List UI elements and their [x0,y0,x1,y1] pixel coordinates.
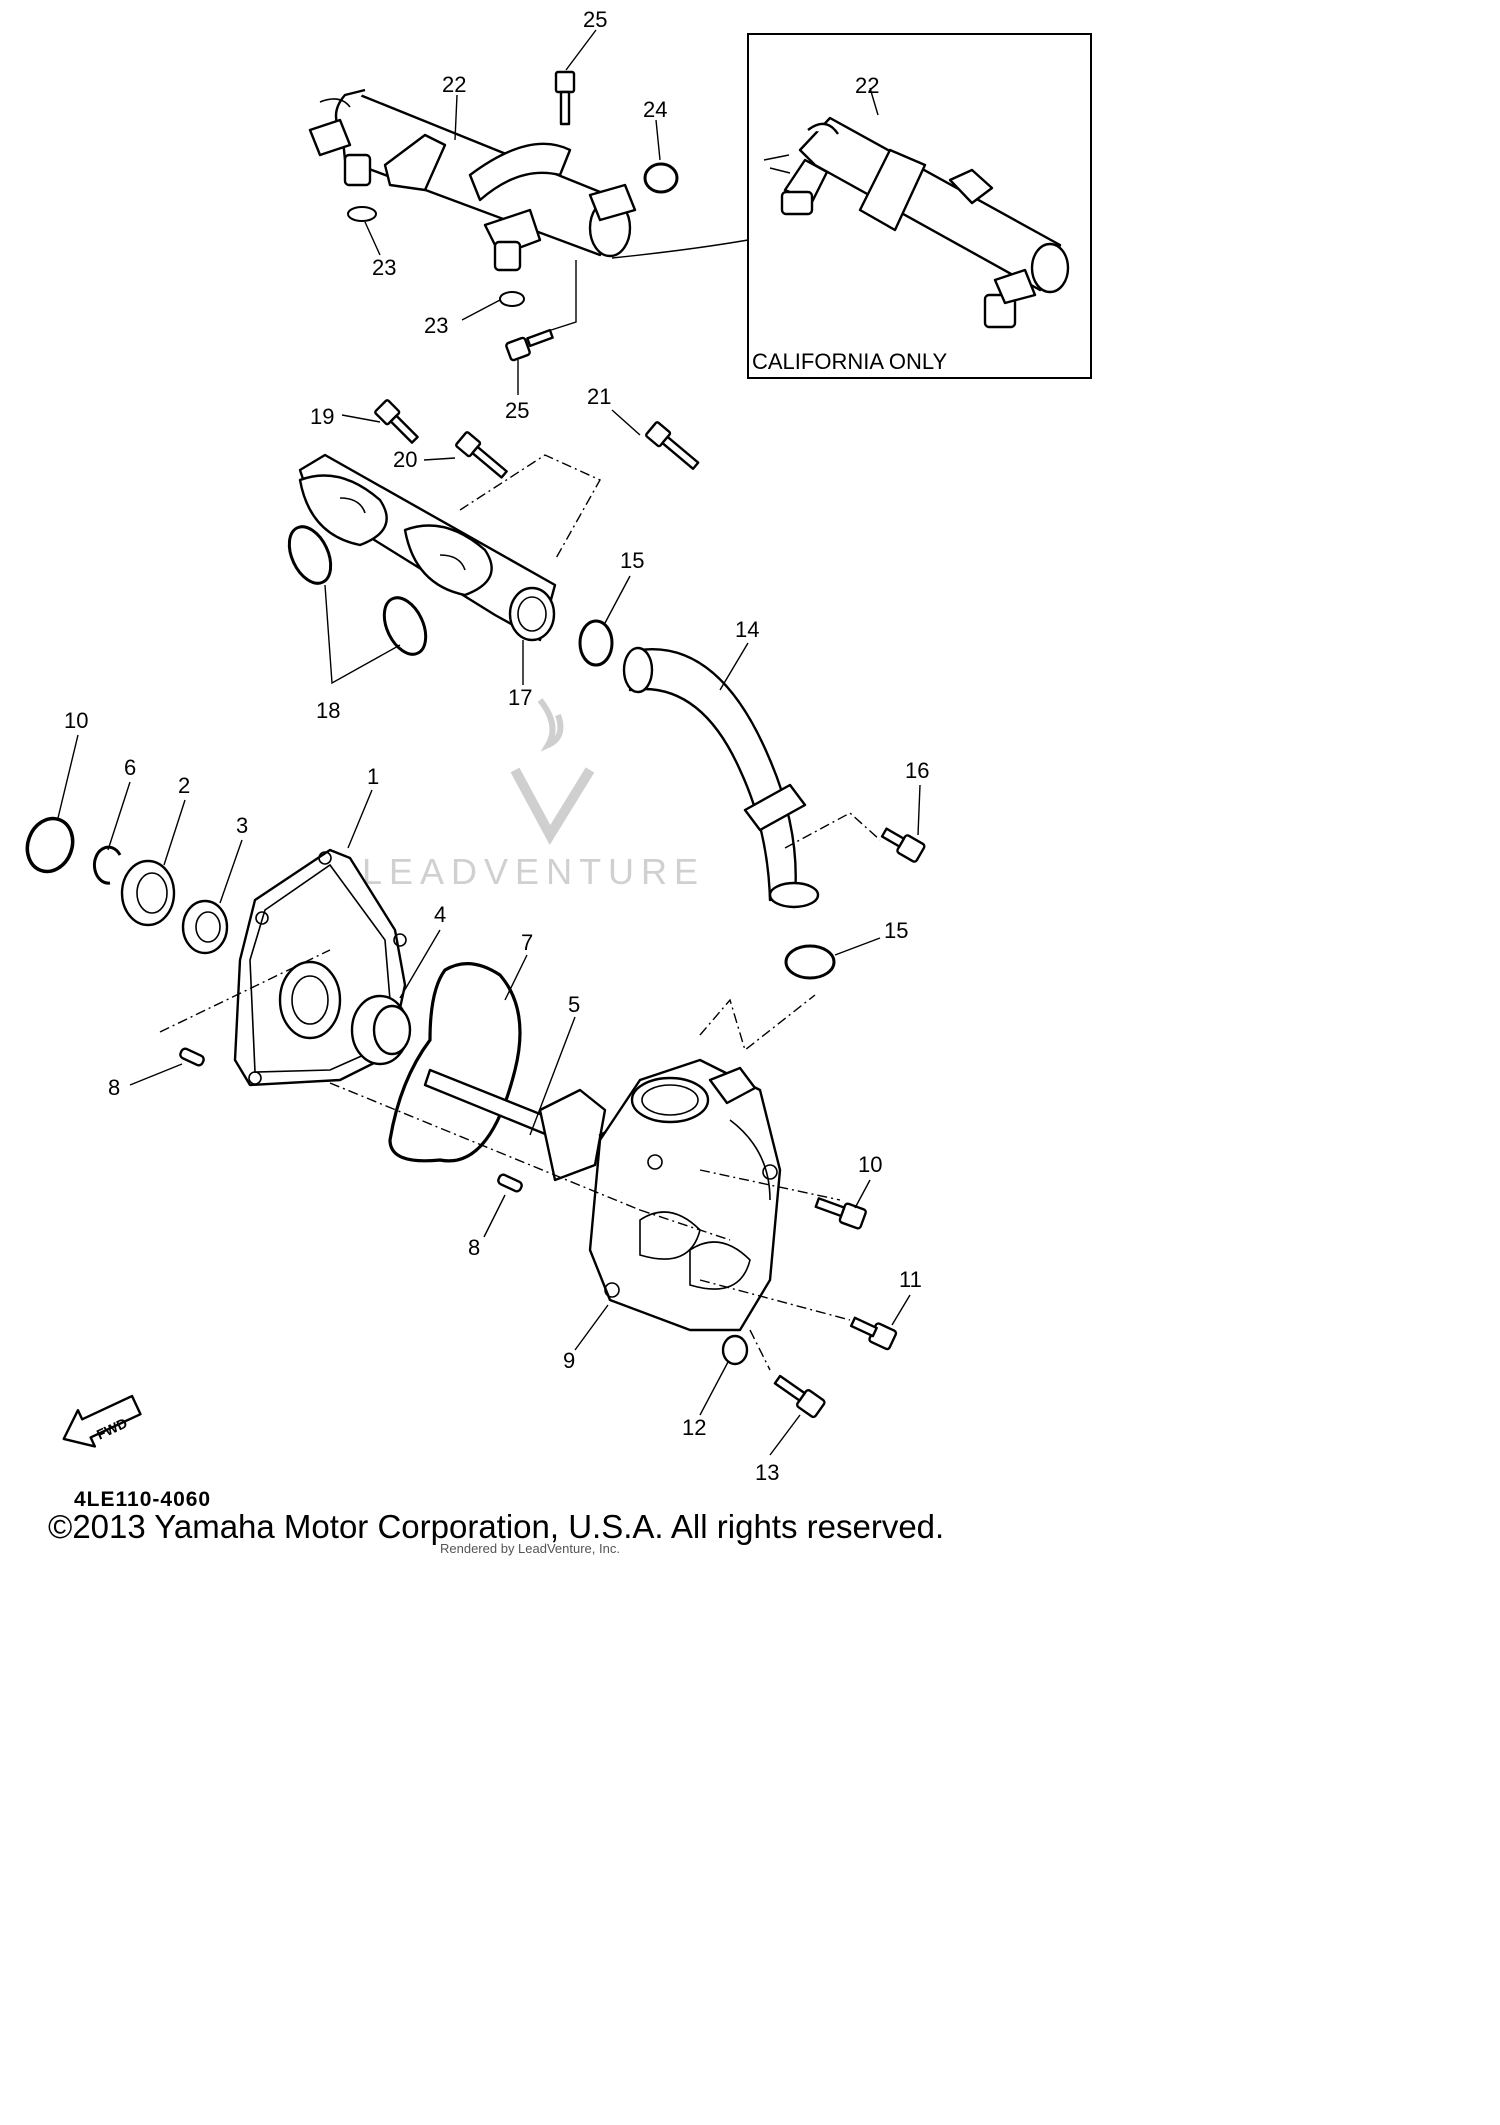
o-ring-18-left [287,525,333,585]
callout-23-lower: 23 [424,313,448,338]
bolt-10-lower [773,1374,826,1419]
california-inset-box [747,33,1092,379]
o-ring-23-upper [347,206,377,222]
assembly-line-housing [699,1169,851,1371]
o-ring-15-lower [784,944,836,980]
o-ring-7 [388,962,522,1163]
inset-leader-line [611,239,749,259]
callout-8-right: 8 [468,1235,480,1260]
o-ring-12 [25,816,75,874]
callout-17: 17 [508,685,532,710]
callout-20: 20 [393,447,417,472]
circlip-6 [92,845,122,885]
leader-o-rings-18 [324,584,401,685]
callout-16: 16 [905,758,929,783]
callout-10-upper: 10 [858,1152,882,1177]
bearing-2 [120,859,176,927]
drawing-code: 4LE110-4060 [74,1488,212,1511]
water-hose [622,646,820,909]
thermostat-housing [298,453,557,642]
bolt-13 [849,1316,898,1351]
callout-18: 18 [316,698,340,723]
callout-22-main: 22 [442,72,466,97]
callout-1: 1 [367,764,379,789]
o-ring-18-right [382,596,428,656]
washer-11 [721,1334,749,1366]
water-pump-housing [588,1058,782,1332]
callout-22-inset: 22 [855,73,879,98]
dowel-pin-8-right [497,1173,523,1193]
assembly-line-hose [699,812,881,1052]
callout-8-left: 8 [108,1075,120,1100]
o-ring-15-upper [578,619,614,667]
callout-7: 7 [521,930,533,955]
dowel-pin-8-left [179,1047,205,1067]
assembly-line-cover [159,949,731,1241]
callout-leaders [57,29,921,1456]
callout-25-bottom: 25 [505,398,529,423]
watermark-text: LEADVENTURE [362,851,705,892]
bolt-10-upper [814,1197,867,1230]
callout-9: 9 [563,1348,575,1373]
bolt-21 [645,421,700,470]
assembly-line-thermostat [459,454,601,561]
callout-6: 6 [124,755,136,780]
rendered-by-notice: Rendered by LeadVenture, Inc. [440,1541,620,1556]
callout-11: 12 [682,1415,706,1440]
callout-12: 10 [64,708,88,733]
impeller [350,994,412,1066]
callout-5: 5 [568,992,580,1017]
callout-14: 14 [735,617,759,642]
callout-21: 21 [587,384,611,409]
bolt-16 [880,827,926,863]
inset-water-pipe [763,116,1070,329]
parts-diagram: LEADVENTURE CALIFORNIA ONLY [25,7,1092,1485]
leader-pipe-bolt [544,260,577,333]
forward-direction-arrow [62,1394,142,1448]
copyright-notice: ©2013 Yamaha Motor Corporation, U.S.A. A… [48,1508,945,1545]
callout-15-lower: 15 [884,918,908,943]
o-ring-24 [643,162,679,194]
oil-seal-3 [181,899,229,955]
callout-24: 24 [643,97,667,122]
inset-label: CALIFORNIA ONLY [752,349,948,374]
bolt-25-top [554,70,576,126]
bolt-19 [374,399,419,444]
bolt-25-bottom [505,328,554,362]
watermark-logo [510,698,595,846]
bolt-20 [455,431,508,479]
o-ring-23-lower [499,291,525,307]
callout-25-top: 25 [583,7,607,32]
callout-19: 19 [310,404,334,429]
callout-3: 3 [236,813,248,838]
callout-4: 4 [434,902,446,927]
callout-13: 11 [899,1267,922,1292]
callout-10-lower: 13 [755,1460,779,1485]
water-pipe-assembly [308,88,637,272]
callout-23-upper: 23 [372,255,396,280]
callout-2: 2 [178,773,190,798]
callout-15-upper: 15 [620,548,644,573]
